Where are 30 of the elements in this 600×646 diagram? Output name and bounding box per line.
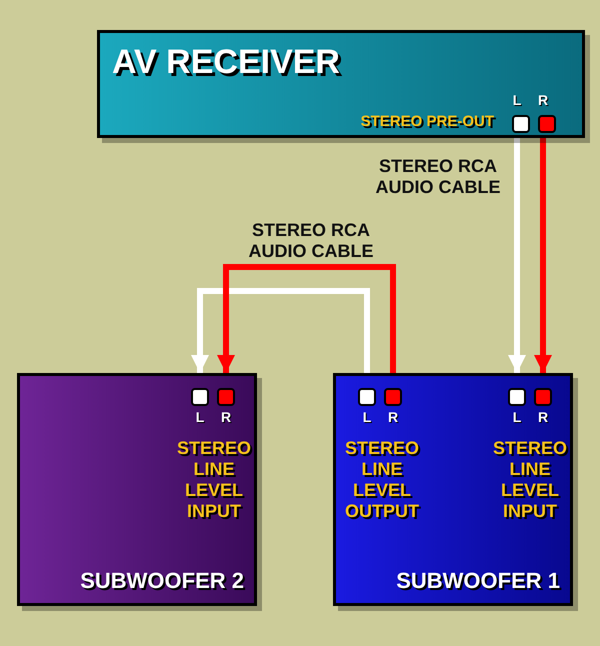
cable-arrow [508, 138, 526, 373]
channel-label: R [386, 408, 400, 427]
jack-socket [358, 388, 376, 406]
channel-label: L [512, 91, 522, 110]
jack-socket [217, 388, 235, 406]
subwoofer-box [333, 373, 573, 606]
jack-socket [191, 388, 209, 406]
device-title: SUBWOOFER 2 [80, 567, 244, 595]
device-title: SUBWOOFER 1 [396, 567, 560, 595]
subwoofer-box [17, 373, 257, 606]
jack-socket [512, 115, 530, 133]
jack-socket [538, 115, 556, 133]
channel-label: L [362, 408, 372, 427]
channel-label: R [536, 408, 550, 427]
jack-socket [384, 388, 402, 406]
device-title: AV RECEIVER [112, 42, 340, 83]
channel-label: L [512, 408, 522, 427]
port-label: STEREO LINE LEVEL INPUT [176, 438, 252, 522]
cable-arrow [217, 264, 396, 373]
cable-arrow [534, 138, 552, 373]
port-label: STEREO LINE LEVEL INPUT [492, 438, 568, 522]
cable-arrow [191, 288, 370, 373]
channel-label: L [194, 408, 206, 427]
jack-socket [508, 388, 526, 406]
receiver-box [97, 30, 585, 138]
port-label: STEREO PRE-OUT [360, 112, 494, 132]
channel-label: R [220, 408, 232, 427]
jack-socket [534, 388, 552, 406]
port-label: STEREO LINE LEVEL OUTPUT [344, 438, 420, 522]
channel-label: R [536, 91, 550, 110]
